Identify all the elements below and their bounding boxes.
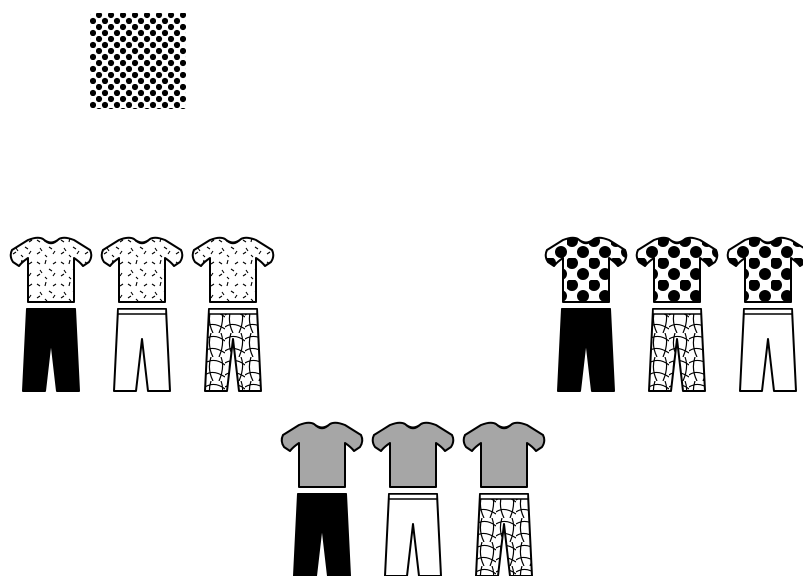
- shirt-speckled: [193, 238, 274, 302]
- shirt-polka-dot: [637, 238, 718, 302]
- pants-waistband: [298, 494, 346, 499]
- pants-shape: [476, 494, 532, 576]
- pants-waistband: [744, 309, 792, 314]
- pattern-swatch: [90, 13, 186, 109]
- pants-waistband: [480, 494, 528, 499]
- pants-shape: [294, 494, 350, 576]
- outfit-gray-shirt-black-pants: [282, 423, 363, 576]
- pants-waistband: [389, 494, 437, 499]
- outfit-polka-dot-shirt-white-pants: [728, 238, 803, 391]
- pants-shape: [558, 309, 614, 391]
- pants-shape: [385, 494, 441, 576]
- pants-black: [558, 309, 614, 391]
- shirt-shape: [546, 238, 627, 302]
- outfit-speckled-shirt-mosaic-pants: [193, 238, 274, 391]
- shirt-gray: [464, 423, 545, 487]
- outfit-polka-dot-shirt-mosaic-pants: [637, 238, 718, 391]
- shirt-shape: [464, 423, 545, 487]
- shirt-polka-dot: [728, 238, 803, 302]
- shirt-shape: [11, 238, 92, 302]
- outfit-polka-dot-shirt-black-pants: [546, 238, 627, 391]
- pants-waistband: [27, 309, 75, 314]
- shirt-speckled: [102, 238, 183, 302]
- pants-white: [740, 309, 796, 391]
- shirt-shape: [193, 238, 274, 302]
- pants-black: [23, 309, 79, 391]
- pants-shape: [205, 309, 261, 391]
- pants-white: [114, 309, 170, 391]
- shirt-gray: [282, 423, 363, 487]
- pants-shape: [23, 309, 79, 391]
- pants-shape: [740, 309, 796, 391]
- pants-waistband: [562, 309, 610, 314]
- shirt-speckled: [11, 238, 92, 302]
- pants-waistband: [653, 309, 701, 314]
- outfit-group-polka-dot: [546, 238, 803, 391]
- shirt-shape: [373, 423, 454, 487]
- outfit-speckled-shirt-black-pants: [11, 238, 92, 391]
- shirt-polka-dot: [546, 238, 627, 302]
- pants-mosaic: [205, 309, 261, 391]
- pants-shape: [114, 309, 170, 391]
- shirt-shape: [728, 238, 803, 302]
- shirt-shape: [102, 238, 183, 302]
- shirt-gray: [373, 423, 454, 487]
- pants-waistband: [209, 309, 257, 314]
- outfit-gray-shirt-white-pants: [373, 423, 454, 576]
- pants-waistband: [118, 309, 166, 314]
- shirt-shape: [637, 238, 718, 302]
- pants-white: [385, 494, 441, 576]
- outfit-speckled-shirt-white-pants: [102, 238, 183, 391]
- outfit-group-gray: [282, 423, 545, 576]
- outfit-group-speckled: [11, 238, 274, 391]
- pants-mosaic: [649, 309, 705, 391]
- shirt-shape: [282, 423, 363, 487]
- pants-mosaic: [476, 494, 532, 576]
- pants-shape: [649, 309, 705, 391]
- pants-black: [294, 494, 350, 576]
- outfit-gray-shirt-mosaic-pants: [464, 423, 545, 576]
